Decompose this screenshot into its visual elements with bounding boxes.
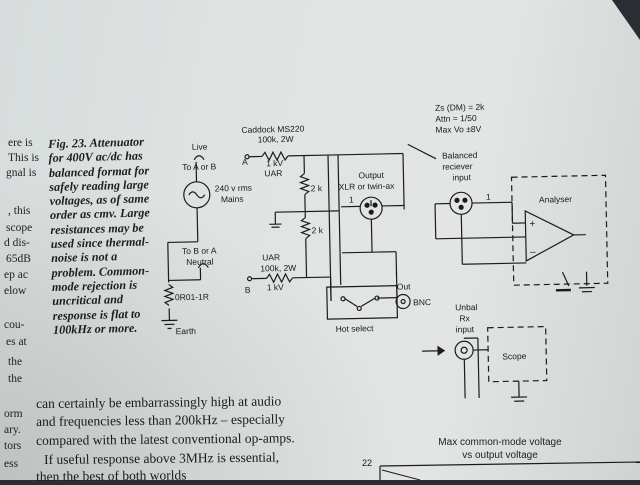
label-spec-maxvo: Max Vo ±8V bbox=[435, 124, 481, 135]
label-to-b-or-a: To B or A bbox=[182, 245, 217, 256]
label-node-a: A bbox=[242, 157, 248, 167]
label-minus: – bbox=[530, 247, 536, 258]
label-unbal-3: input bbox=[456, 324, 475, 334]
label-r-top-uar: UAR bbox=[264, 168, 282, 178]
body-line: and frequencies less than 200kHz – espec… bbox=[36, 411, 285, 430]
label-balanced-3: input bbox=[452, 172, 471, 182]
label-analyser: Analyser bbox=[539, 194, 572, 205]
label-mains-1: 240 v rms bbox=[215, 183, 253, 194]
graph-title-line1: Max common-mode voltage bbox=[410, 437, 590, 448]
label-mains-2: Mains bbox=[221, 194, 244, 204]
label-neutral: Neutral bbox=[186, 256, 214, 267]
label-scope: Scope bbox=[502, 351, 527, 362]
label-pin1: 1 bbox=[349, 195, 354, 205]
label-hot-select: Hot select bbox=[336, 323, 375, 334]
label-to-a-or-b: To A or B bbox=[182, 161, 217, 172]
label-uar-bottom: UAR bbox=[262, 252, 280, 262]
label-caddock: Caddock MS220 bbox=[241, 124, 304, 135]
label-r-mid1: 2 k bbox=[311, 183, 323, 193]
label-output-1: Output bbox=[358, 170, 384, 181]
label-unbal-2: Rx bbox=[459, 313, 470, 323]
label-unbal-1: Unbal bbox=[455, 302, 478, 312]
label-output-2: XLR or twin-ax bbox=[339, 181, 396, 192]
label-bnc: BNC bbox=[413, 297, 431, 307]
label-live: Live bbox=[192, 142, 208, 152]
body-line: compared with the latest conventional op… bbox=[36, 430, 295, 449]
label-r-bot: 100k, 2W bbox=[260, 263, 296, 274]
label-out: Out bbox=[397, 281, 412, 291]
label-r-top: 100k, 2W bbox=[258, 134, 294, 145]
label-r-top-kv: 1 kV bbox=[266, 158, 284, 168]
graph-title-line2: vs output voltage bbox=[410, 450, 590, 461]
label-balanced-1: Balanced bbox=[442, 150, 478, 161]
label-balanced-2: reciever bbox=[442, 161, 473, 172]
label-earth: Earth bbox=[176, 326, 197, 336]
label-r-mid2: 2 k bbox=[311, 225, 323, 235]
label-plus: + bbox=[529, 219, 535, 230]
label-r-bot-kv: 1 kV bbox=[267, 282, 285, 292]
body-line: If useful response above 3MHz is essenti… bbox=[44, 450, 279, 468]
label-pin1b: 1 bbox=[486, 192, 491, 202]
label-spec-zs: Zs (DM) = 2k bbox=[435, 102, 485, 113]
label-node-b: B bbox=[245, 285, 251, 295]
label-fuse: 0R01-1R bbox=[175, 292, 209, 303]
body-line: then the best of both worlds bbox=[36, 467, 187, 485]
label-spec-attn: Attn = 1/50 bbox=[435, 113, 477, 124]
body-line: can certainly be embarrassingly high at … bbox=[36, 393, 281, 412]
